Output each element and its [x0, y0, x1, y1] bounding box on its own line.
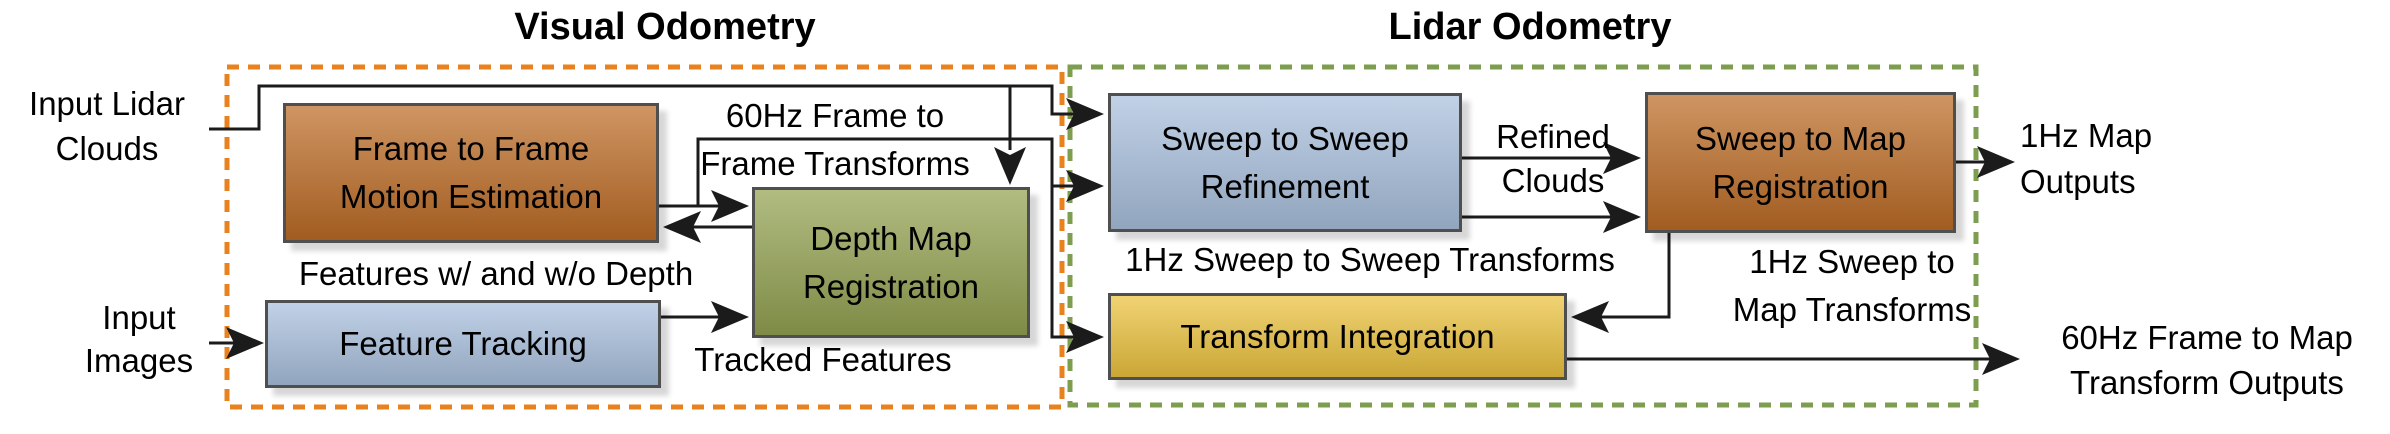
block-feature-tracking: Feature Tracking	[265, 300, 661, 388]
sweep-to-sweep-transforms-label: 1Hz Sweep to Sweep Transforms	[1125, 241, 1615, 278]
visual-odometry-title: Visual Odometry	[514, 6, 816, 48]
block-label-line: Registration	[1712, 167, 1889, 205]
block-label-line: Registration	[802, 267, 980, 305]
block-sweep-to-sweep-refinement: Sweep to Sweep Refinement	[1108, 93, 1462, 232]
arrowhead-map-outputs	[1977, 146, 2015, 178]
frame-transforms-line2: Frame Transforms	[700, 145, 970, 182]
frame-to-map-outputs-line2: Transform Outputs	[2070, 364, 2344, 401]
arrowhead-into-sweep-refinement-top	[1066, 98, 1104, 130]
input-images-label: Input Images	[85, 296, 193, 382]
arrowhead-into-sweep-refinement-bottom	[1066, 170, 1104, 202]
arrowhead-into-depth-map-left	[711, 190, 749, 222]
block-label-line: Depth Map	[810, 219, 972, 257]
block-label-line: Motion Estimation	[339, 178, 603, 215]
edge-input-lidar-to-sweep-refinement	[209, 84, 1096, 131]
features-depth-label: Features w/ and w/o Depth	[298, 255, 694, 292]
arrowhead-into-depth-map-top	[994, 147, 1026, 185]
arrowhead-frame-to-map-outputs	[1982, 343, 2020, 375]
input-lidar-clouds-line1: Input Lidar	[29, 85, 185, 122]
lidar-odometry-title: Lidar Odometry	[1388, 6, 1672, 48]
input-lidar-clouds-line2: Clouds	[55, 130, 159, 167]
arrowhead-into-transform-integration-right	[1571, 301, 1609, 333]
block-label-line: Sweep to Sweep	[1161, 119, 1409, 157]
sweep-to-map-transforms-line1: 1Hz Sweep to	[1749, 243, 1955, 280]
input-lidar-clouds-label: Input Lidar Clouds	[29, 81, 185, 171]
map-outputs-line1: 1Hz Map	[2020, 117, 2153, 154]
input-images-line2: Images	[84, 342, 194, 379]
refined-clouds-label: Refined Clouds	[1496, 115, 1610, 203]
input-images-line1: Input	[102, 299, 176, 336]
sweep-to-map-transforms-label: 1Hz Sweep to Map Transforms	[1733, 238, 1971, 334]
frame-transforms-line1: 60Hz Frame to	[725, 97, 945, 134]
tracked-features-label: Tracked Features	[694, 341, 952, 378]
arrowhead-into-motion-estimation	[663, 211, 701, 243]
block-label-line: Frame to Frame	[352, 130, 590, 167]
block-label-line: Transform Integration	[1180, 317, 1495, 355]
frame-to-map-outputs-line1: 60Hz Frame to Map	[2061, 319, 2353, 356]
edge-map-transforms-to-transform-integration	[1579, 233, 1671, 319]
map-outputs-line2: Outputs	[2020, 163, 2136, 200]
edge-frame-transforms-to-transform-integration	[696, 137, 1096, 339]
frame-transforms-label: 60Hz Frame to Frame Transforms	[700, 92, 970, 188]
block-transform-integration: Transform Integration	[1108, 293, 1567, 380]
arrowhead-into-sweep-to-map-bottom	[1603, 201, 1641, 233]
refined-clouds-line1: Refined	[1496, 118, 1610, 155]
block-frame-to-frame-motion-estimation: Frame to Frame Motion Estimation	[283, 103, 659, 243]
arrowhead-into-transform-integration-left	[1066, 321, 1104, 353]
block-depth-map-registration: Depth Map Registration	[752, 187, 1030, 338]
block-label-line: Sweep to Map	[1695, 119, 1906, 157]
frame-to-map-outputs-label: 60Hz Frame to Map Transform Outputs	[2061, 315, 2353, 405]
block-label-line: Feature Tracking	[339, 325, 587, 362]
arrowhead-into-feature-tracking	[226, 327, 264, 359]
sweep-to-map-transforms-line2: Map Transforms	[1732, 291, 1972, 328]
block-label-line: Refinement	[1200, 167, 1370, 205]
arrowhead-into-sweep-to-map-top	[1603, 142, 1641, 174]
arrowhead-into-depth-map-lower-left	[711, 301, 749, 333]
map-outputs-label: 1Hz Map Outputs	[2020, 113, 2152, 205]
block-sweep-to-map-registration: Sweep to Map Registration	[1645, 92, 1956, 233]
lidar-odometry-boundary	[1067, 64, 1979, 408]
refined-clouds-line2: Clouds	[1501, 162, 1605, 199]
